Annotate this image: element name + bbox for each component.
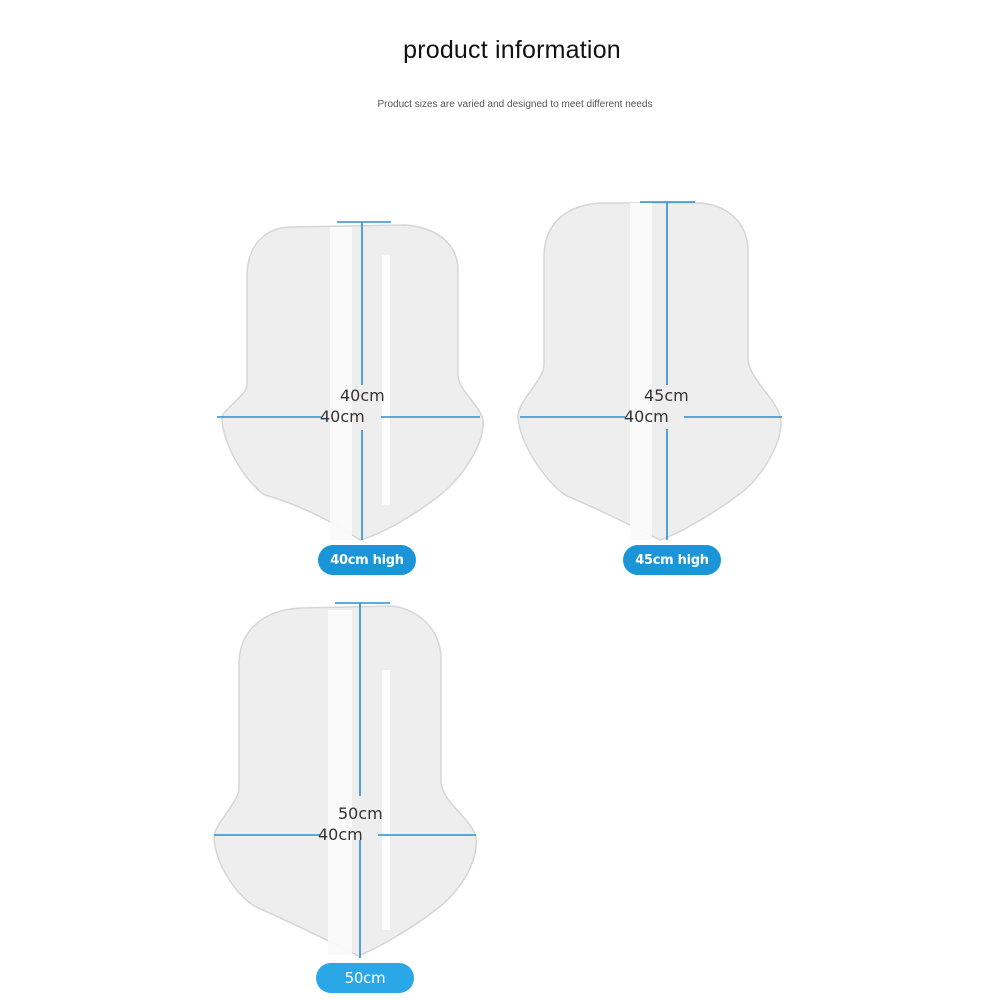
windshield-image (517, 201, 782, 541)
width-label: 40cm (320, 407, 365, 426)
windshield-card-2: 45cm 40cm 45cm high (510, 195, 790, 575)
size-badge: 45cm high (623, 545, 721, 575)
page-subtitle: Product sizes are varied and designed to… (377, 99, 653, 110)
windshield-image (213, 602, 477, 958)
height-label: 50cm (338, 804, 383, 823)
windshield-card-1: 40cm 40cm 40cm high (210, 215, 490, 595)
height-label: 45cm (644, 386, 689, 405)
height-label: 40cm (340, 386, 385, 405)
size-badge: 40cm high (318, 545, 416, 575)
size-badge: 50cm (316, 963, 414, 993)
page-title: product information (403, 36, 621, 64)
width-label: 40cm (624, 407, 669, 426)
windshield-card-3: 50cm 40cm 50cm (208, 598, 488, 993)
width-label: 40cm (318, 825, 363, 844)
windshield-image (217, 221, 484, 541)
